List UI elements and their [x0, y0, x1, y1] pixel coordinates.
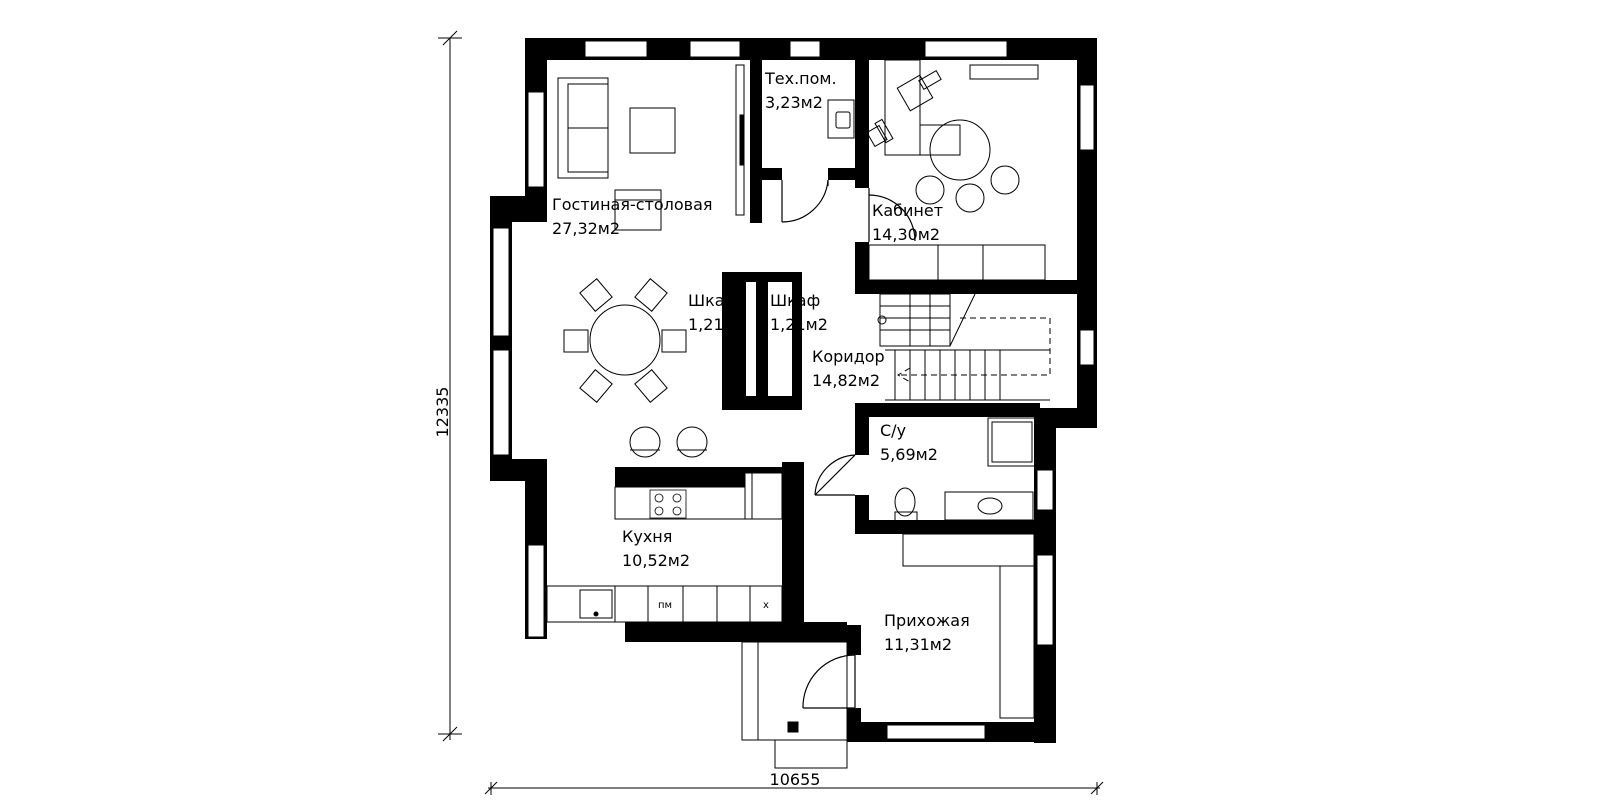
- dimension-vertical: [438, 30, 462, 742]
- toilet: [894, 487, 918, 523]
- sofa: [557, 77, 609, 179]
- windows: [492, 40, 1095, 740]
- corridor-area: 14,82м2: [812, 371, 880, 390]
- office-chair: [896, 69, 942, 112]
- entrance-porch: [741, 641, 848, 769]
- microwave-label: пм: [658, 600, 672, 611]
- wardrobe-panel: [735, 64, 745, 216]
- office-shelf: [969, 64, 1039, 80]
- dimension-horizontal: [484, 781, 1104, 795]
- armchair: [614, 189, 662, 231]
- living-room-area: 27,32м2: [552, 219, 620, 238]
- cabinet-area: 14,30м2: [872, 225, 940, 244]
- cabinet-storage: [868, 244, 1046, 281]
- hall-wardrobe: [902, 533, 1035, 719]
- kitchen-sink-icon: [579, 589, 613, 619]
- cooktop-icon: [649, 489, 687, 519]
- kitchen-counter: [546, 585, 783, 623]
- tech-room-sink: [827, 99, 855, 139]
- tech-room-name: Тех.пом.: [764, 69, 837, 88]
- kitchen-name: Кухня: [622, 527, 672, 546]
- dining-table: [563, 278, 687, 403]
- bathroom-sink: [944, 491, 1034, 521]
- hall-area: 11,31м2: [884, 635, 952, 654]
- stair-direction-arrow: [897, 317, 1051, 383]
- hall-name: Прихожая: [884, 611, 970, 630]
- living-room-name: Гостиная-столовая: [552, 195, 713, 214]
- corridor-name: Коридор: [812, 347, 885, 366]
- bar-stools: [629, 426, 708, 458]
- tech-room-area: 3,23м2: [765, 93, 823, 112]
- closet-left-area: 1,21м2: [688, 315, 746, 334]
- dimension-height-label: 12335: [433, 387, 452, 438]
- interior-walls: [615, 38, 1097, 534]
- kitchen-island: [614, 472, 783, 520]
- fridge-label: х: [763, 600, 769, 611]
- bathroom-name: С/у: [880, 421, 906, 440]
- closet-left-name: Шкаф: [688, 291, 738, 310]
- dimension-width-label: 10655: [770, 770, 821, 789]
- bathroom-area: 5,69м2: [880, 445, 938, 464]
- shower: [987, 417, 1037, 467]
- coffee-table: [629, 107, 676, 154]
- closet-right-name: Шкаф: [770, 291, 820, 310]
- round-table: [915, 119, 1020, 213]
- kitchen-area: 10,52м2: [622, 551, 690, 570]
- closet-right-area: 1,21м2: [770, 315, 828, 334]
- staircase: [877, 293, 1050, 401]
- office-desk: [866, 59, 961, 156]
- cabinet-name: Кабинет: [872, 201, 943, 220]
- doors: [781, 179, 916, 709]
